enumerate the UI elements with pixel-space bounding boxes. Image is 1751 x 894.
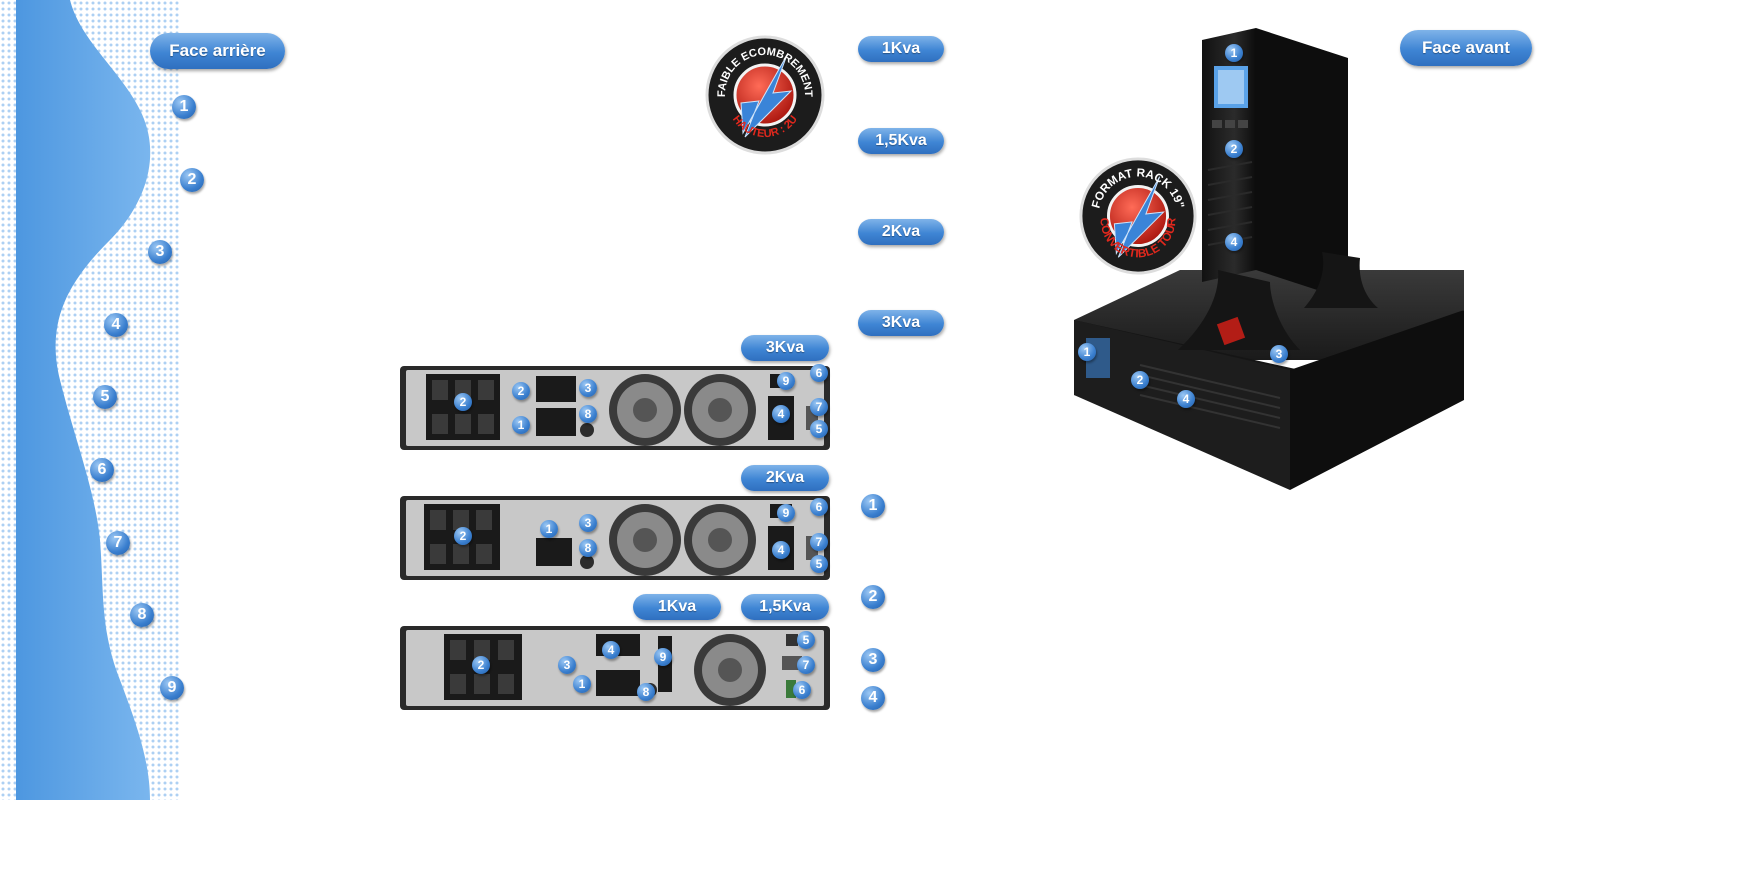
left-list-item-1: 1 (172, 95, 196, 119)
ups-front-figure (1074, 28, 1464, 490)
left-list-item-7: 7 (106, 531, 130, 555)
rear-1kva-marker-8: 8 (637, 683, 655, 701)
rear-3kva-marker-2b: 2 (512, 382, 530, 400)
rear-unit-3kva (400, 366, 830, 450)
front-tower-marker-4: 4 (1225, 233, 1243, 251)
rack-format-seal: FORMAT RACK 19" CONVERTIBLE TOUR (1079, 157, 1197, 275)
left-list-item-9: 9 (160, 676, 184, 700)
front-rack-marker-2: 2 (1131, 371, 1149, 389)
rear-2kva-marker-3: 3 (579, 514, 597, 532)
left-list-item-4: 4 (104, 313, 128, 337)
front-tower-marker-3: 3 (1270, 345, 1288, 363)
rear-3kva-marker-4: 4 (772, 405, 790, 423)
rear-1kva-marker-4: 4 (602, 641, 620, 659)
model-badge-3kva: 3Kva (858, 310, 944, 336)
rear-3kva-marker-5: 5 (810, 420, 828, 438)
rear-2kva-marker-4: 4 (772, 541, 790, 559)
model-badge-2kva: 2Kva (858, 219, 944, 245)
rear-2kva-marker-1: 1 (540, 520, 558, 538)
rear-2kva-marker-2: 2 (454, 527, 472, 545)
rear-3kva-marker-8: 8 (579, 405, 597, 423)
front-rack-marker-1: 1 (1078, 343, 1096, 361)
right-list-item-3: 3 (861, 648, 885, 672)
low-profile-seal: FAIBLE ECOMBREMENT HAUTEUR : 2U (705, 35, 825, 155)
left-list-item-2: 2 (180, 168, 204, 192)
rear-3kva-marker-1: 1 (512, 416, 530, 434)
rear-3kva-marker-2a: 2 (454, 393, 472, 411)
rear-1kva-marker-5: 5 (797, 631, 815, 649)
rear-unit-2kva-label: 2Kva (741, 465, 829, 491)
left-list-item-6: 6 (90, 458, 114, 482)
rear-2kva-marker-9: 9 (777, 504, 795, 522)
model-badge-1kva: 1Kva (858, 36, 944, 62)
rear-2kva-marker-8: 8 (579, 539, 597, 557)
left-list-item-5: 5 (93, 385, 117, 409)
rear-3kva-marker-3: 3 (579, 379, 597, 397)
rear-unit-1-5kva-label: 1,5Kva (741, 594, 829, 620)
rear-3kva-marker-9: 9 (777, 372, 795, 390)
front-tower-marker-2: 2 (1225, 140, 1243, 158)
rear-1kva-marker-3: 3 (558, 656, 576, 674)
rear-1kva-marker-1: 1 (573, 675, 591, 693)
right-list-item-4: 4 (861, 686, 885, 710)
rear-1kva-marker-9: 9 (654, 648, 672, 666)
front-tower-marker-1: 1 (1225, 44, 1243, 62)
rear-unit-2kva (400, 496, 830, 580)
decorative-wave (0, 0, 180, 800)
right-list-item-2: 2 (861, 585, 885, 609)
rear-1kva-marker-6: 6 (793, 681, 811, 699)
model-badge-1-5kva: 1,5Kva (858, 128, 944, 154)
right-list-item-1: 1 (861, 494, 885, 518)
rear-3kva-marker-7: 7 (810, 398, 828, 416)
rear-unit-1kva-label: 1Kva (633, 594, 721, 620)
rear-2kva-marker-6: 6 (810, 498, 828, 516)
rear-1kva-marker-2: 2 (472, 656, 490, 674)
rear-2kva-marker-5: 5 (810, 555, 828, 573)
rear-face-label: Face arrière (150, 33, 285, 69)
rear-unit-1kva (400, 626, 830, 710)
rear-1kva-marker-7: 7 (797, 656, 815, 674)
rear-2kva-marker-7: 7 (810, 533, 828, 551)
front-face-label: Face avant (1400, 30, 1532, 66)
rear-3kva-marker-6: 6 (810, 364, 828, 382)
left-list-item-8: 8 (130, 603, 154, 627)
front-rack-marker-4: 4 (1177, 390, 1195, 408)
rear-unit-3kva-label: 3Kva (741, 335, 829, 361)
left-list-item-3: 3 (148, 240, 172, 264)
